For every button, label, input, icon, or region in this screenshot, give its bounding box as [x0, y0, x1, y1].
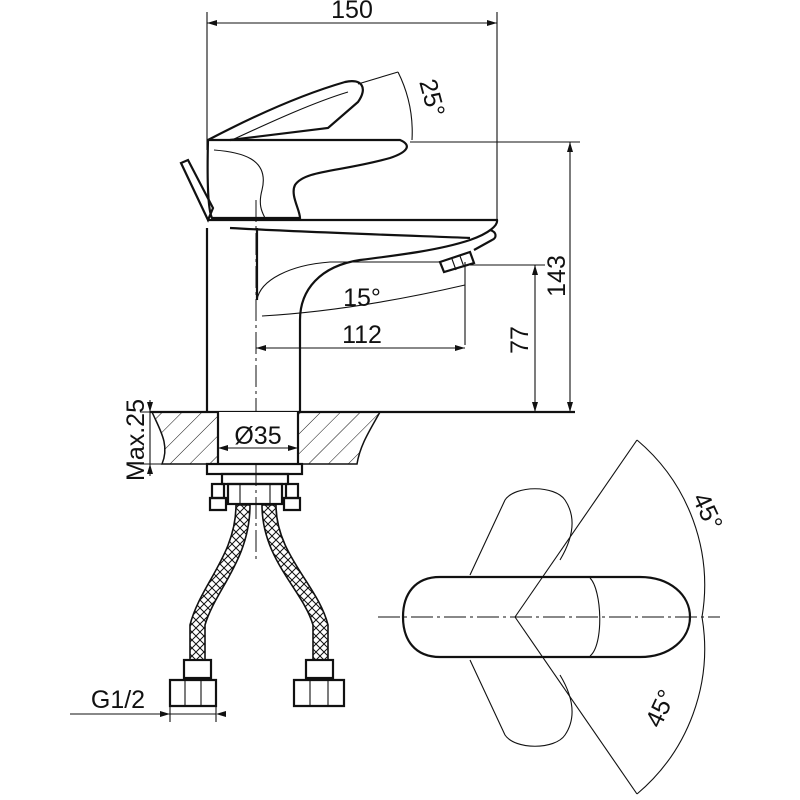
dimension-77: 77 — [470, 264, 545, 412]
label-143: 143 — [543, 255, 571, 297]
dimension-angle-15: 15° — [261, 262, 466, 345]
mounting-hardware — [205, 462, 304, 512]
label-45-deg-bottom: 45° — [640, 686, 681, 732]
flexible-hoses — [168, 504, 346, 708]
label-g12: G1/2 — [91, 686, 145, 714]
label-77: 77 — [506, 326, 534, 354]
faucet-body — [150, 138, 575, 414]
label-15-deg: 15° — [343, 284, 381, 312]
dimension-max-25: Max.25 — [122, 399, 210, 481]
dimension-112: 112 — [256, 321, 465, 351]
dimension-150: 150 — [206, 0, 498, 220]
dimension-angle-25: 25° — [357, 71, 450, 141]
label-45-deg-top: 45° — [687, 489, 728, 535]
dimension-143: 143 — [410, 141, 580, 412]
handle-raised-outline — [179, 80, 364, 223]
label-25-deg: 25° — [413, 76, 450, 120]
dimension-diameter-35: Ø35 — [216, 412, 300, 464]
top-view-handle: 45° 45° — [378, 439, 728, 795]
dimension-g12: G1/2 — [70, 686, 226, 722]
label-max-25: Max.25 — [122, 399, 150, 481]
label-150: 150 — [331, 0, 373, 24]
label-diameter-35: Ø35 — [234, 422, 281, 450]
countertop-section — [150, 411, 382, 465]
label-112: 112 — [342, 321, 382, 349]
